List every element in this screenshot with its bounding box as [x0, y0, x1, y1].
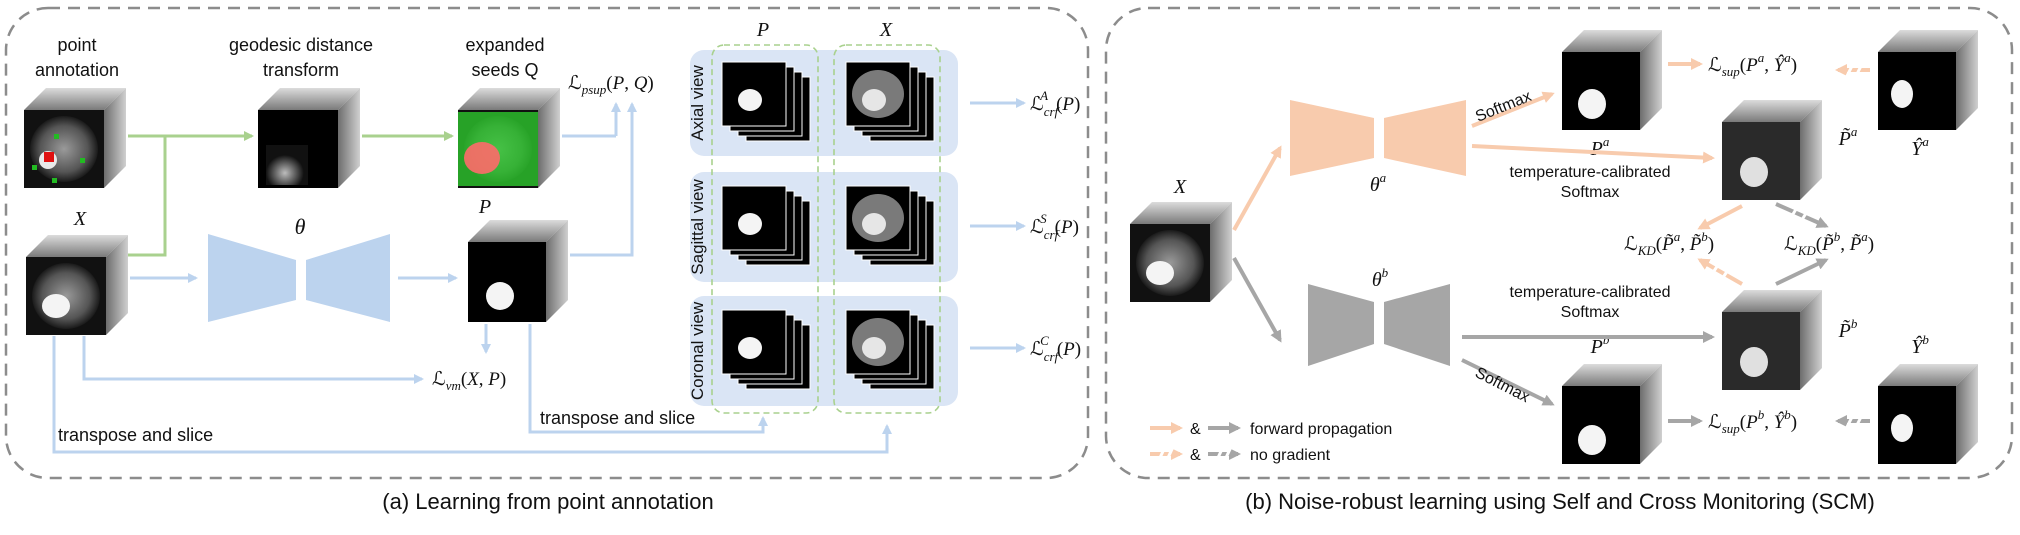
- coronal-view-label: Coronal view: [688, 301, 707, 400]
- column-x-box: [833, 44, 941, 414]
- lesion-coronal-x: [862, 337, 886, 359]
- x-label-b: X: [1173, 176, 1187, 198]
- loss-sup-b: ℒsup(Pb, Ŷb): [1708, 407, 1797, 436]
- lesion-sagittal-x: [862, 213, 886, 235]
- column-x-label: X: [879, 19, 893, 41]
- sagittal-view-label: Sagittal view: [688, 179, 707, 275]
- loss-crf-sagittal: ℒcrfS(P): [1030, 211, 1079, 242]
- loss-vm: ℒvm(X, P): [432, 369, 506, 393]
- yb-label: Ŷb: [1911, 332, 1929, 358]
- pb-cube: [1562, 364, 1662, 464]
- caption-a: (a) Learning from point annotation: [382, 489, 713, 514]
- legend-nograd: no gradient: [1250, 447, 1331, 464]
- arrow-net-a-temp: [1471, 144, 1715, 164]
- no-gradient-mark-pta: [1788, 205, 1810, 224]
- x-label-a: X: [73, 208, 87, 230]
- yb-cube: [1878, 364, 1978, 464]
- no-gradient-mark-ya: [1844, 61, 1865, 79]
- p-output-cube-a: [468, 220, 568, 322]
- arrow-p-to-psup: [570, 102, 637, 257]
- loss-sup-a: ℒsup(Pa, Ŷa): [1708, 50, 1797, 79]
- gdt-label-2: transform: [263, 60, 339, 80]
- loss-kd-ba: ℒKD(P̃b, P̃a): [1784, 229, 1874, 258]
- temp-b-label-2: Softmax: [1561, 304, 1620, 321]
- pta-cube: [1722, 100, 1822, 200]
- legend-gray-nograd-mark-1: [1214, 446, 1225, 463]
- seeds-label-2: seeds Q: [471, 60, 538, 80]
- point-annotation-cube: [24, 88, 126, 188]
- lesion-sagittal-p: [738, 213, 762, 235]
- arrow-ptb-to-kd-ba: [1775, 258, 1829, 286]
- arrow-ptb-to-kd-ab: [1697, 258, 1743, 286]
- ptb-label: P̃b: [1838, 316, 1858, 342]
- temp-a-label-2: Softmax: [1561, 184, 1620, 201]
- x-input-cube-a: [26, 235, 128, 335]
- column-p-label: P: [756, 19, 769, 41]
- gdt-cube: [258, 88, 360, 188]
- loss-kd-ab: ℒKD(P̃a, P̃b): [1624, 229, 1714, 258]
- pa-cube: [1562, 30, 1662, 130]
- panel-b-border: [1104, 6, 2014, 480]
- expanded-seeds-cube: [458, 88, 560, 188]
- arrow-net-a-softmax: [1471, 91, 1555, 128]
- column-p-box: [711, 44, 819, 414]
- legend-gray-nograd-mark-2: [1222, 446, 1233, 463]
- theta-a-label: θa: [1370, 170, 1387, 196]
- lesion-coronal-p: [738, 337, 762, 359]
- arrow-x-to-gdt: [127, 136, 167, 257]
- network-theta-b-b: [1308, 284, 1450, 366]
- legend-amp-1: &: [1190, 421, 1201, 438]
- softmax-a-label: Softmax: [1473, 88, 1534, 126]
- pa-label: Pa: [1590, 134, 1610, 160]
- legend-orange-nograd-mark-2: [1164, 446, 1175, 463]
- arrow-x-to-vm: [82, 336, 424, 384]
- pta-label: P̃a: [1838, 124, 1858, 150]
- theta-label-a: θ: [295, 214, 306, 239]
- ptb-cube: [1722, 290, 1822, 390]
- temp-b-label-1: temperature-calibrated: [1510, 284, 1671, 301]
- seeds-label-1: expanded: [465, 35, 544, 55]
- no-gradient-mark-yb: [1844, 412, 1865, 430]
- arrow-pta-to-kd-ab: [1697, 204, 1743, 230]
- no-gradient-mark-ptb: [1710, 261, 1732, 280]
- loss-crf-coronal: ℒcrfC(P): [1030, 333, 1081, 364]
- arrow-transpose-x: [52, 336, 892, 454]
- ya-cube: [1878, 30, 1978, 130]
- softmax-b-label: Softmax: [1472, 364, 1532, 406]
- lesion-axial-p: [738, 89, 762, 111]
- point-annotation-label-2: annotation: [35, 60, 119, 80]
- axial-view-label: Axial view: [688, 64, 707, 140]
- arrow-x-to-net-b-b: [1232, 257, 1282, 343]
- lesion-axial-x: [862, 89, 886, 111]
- legend: & forward propagation & no gradient: [1150, 421, 1392, 464]
- arrow-net-b-softmax: [1461, 358, 1555, 406]
- loss-psup: ℒpsup(P, Q): [568, 72, 654, 97]
- caption-b: (b) Noise-robust learning using Self and…: [1245, 489, 1875, 514]
- network-theta-a-b: [1290, 100, 1466, 176]
- ya-label: Ŷa: [1911, 134, 1929, 160]
- point-annotation-label-1: point: [57, 35, 96, 55]
- loss-crf-axial: ℒcrfA(P): [1030, 88, 1080, 119]
- arrow-transpose-p: [528, 324, 768, 434]
- legend-amp-2: &: [1190, 447, 1201, 464]
- slice-stacks: [721, 61, 935, 390]
- arrow-pta-to-kd-ba: [1775, 202, 1829, 228]
- legend-forward: forward propagation: [1250, 421, 1392, 438]
- x-input-cube-b: [1130, 202, 1232, 302]
- transpose-label-1: transpose and slice: [58, 425, 213, 445]
- p-label-a: P: [478, 196, 491, 218]
- theta-b-label: θb: [1372, 265, 1389, 291]
- arrow-x-to-net-a-b: [1232, 145, 1282, 231]
- gdt-label-1: geodesic distance: [229, 35, 373, 55]
- legend-orange-nograd-mark-1: [1156, 446, 1167, 463]
- transpose-label-2: transpose and slice: [540, 408, 695, 428]
- temp-a-label-1: temperature-calibrated: [1510, 164, 1671, 181]
- network-theta-a: [208, 234, 390, 322]
